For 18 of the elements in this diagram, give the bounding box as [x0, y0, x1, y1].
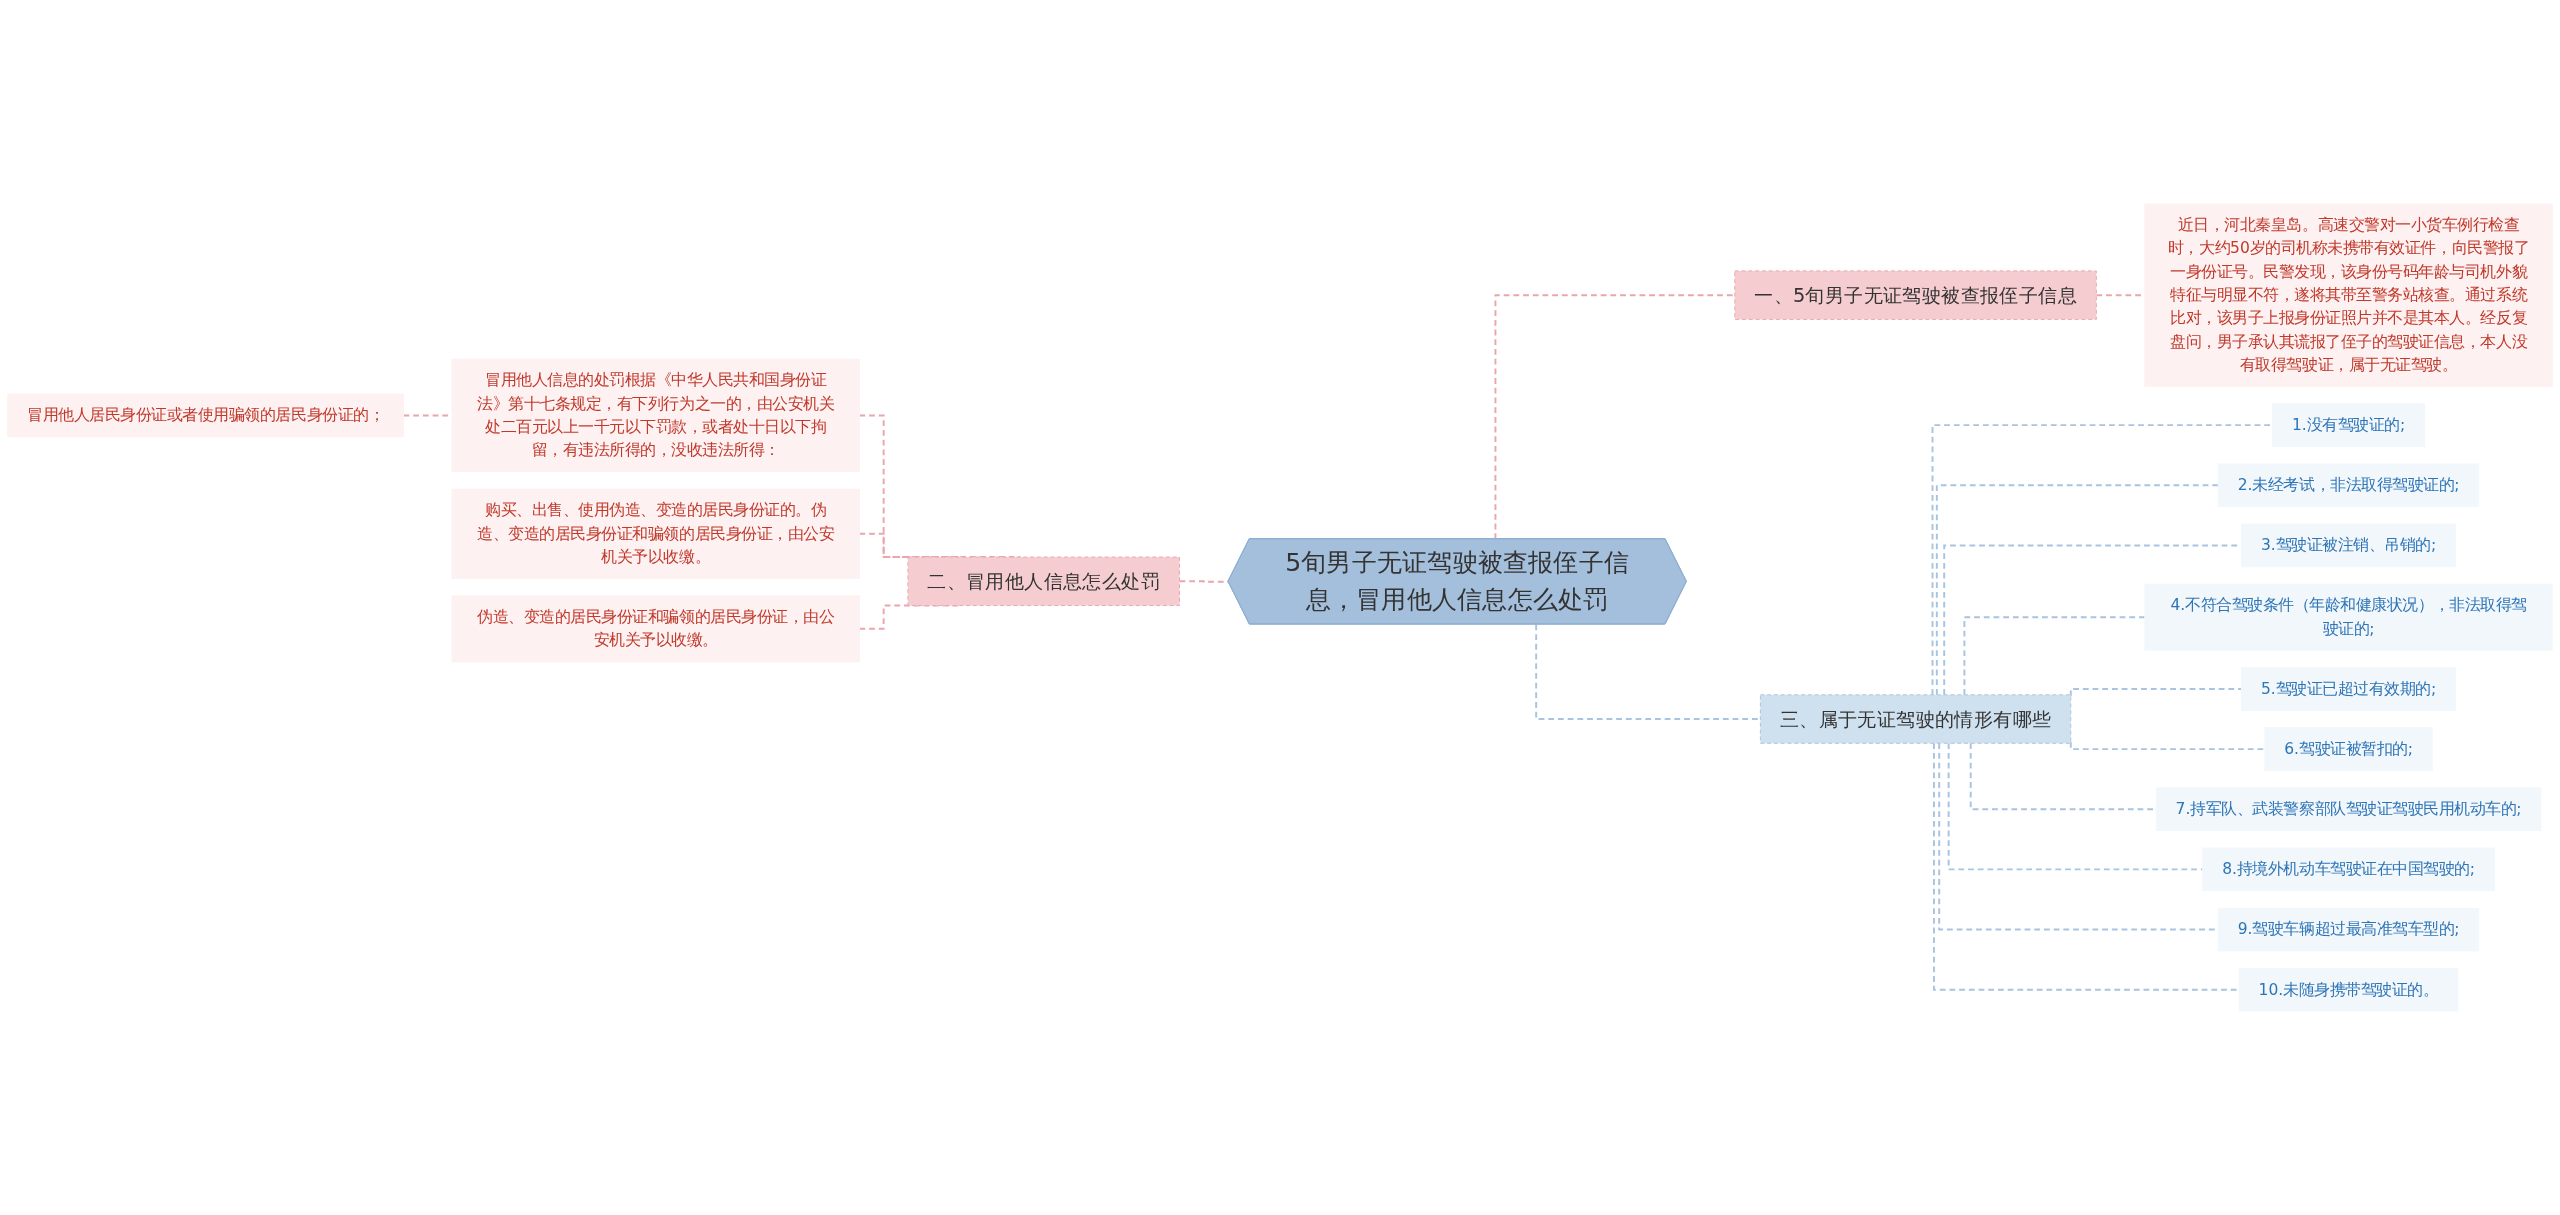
node-box: 8.持境外机动车驾驶证在中国驾驶的;	[2202, 847, 2495, 892]
node-box: 4.不符合驾驶条件（年龄和健康状况），非法取得驾驶证的;	[2144, 583, 2553, 651]
node-box: 冒用他人信息的处罚根据《中华人民共和国身份证法》第十七条规定，有下列行为之一的，由公安机关处二百元以上一千元以下罚款，或者处十日以下拘留，有违法所得的，没收违法所得：	[451, 358, 860, 473]
node-box: 10.未随身携带驾驶证的。	[2238, 967, 2459, 1012]
node-box: 冒用他人居民身份证或者使用骗领的居民身份证的；	[7, 393, 404, 438]
connector	[1943, 544, 2243, 696]
node-box: 伪造、变造的居民身份证和骗领的居民身份证，由公安机关予以收缴。	[451, 595, 860, 663]
connector	[2069, 740, 2266, 751]
node-box: 一、5旬男子无证驾驶被查报侄子信息	[1734, 270, 2097, 320]
node-box: 5.驾驶证已超过有效期的;	[2241, 667, 2457, 711]
connector	[1935, 484, 2220, 696]
node-box: 二、冒用他人信息怎么处罚	[907, 556, 1180, 607]
connector	[1947, 742, 2204, 871]
node-box: 购买、出售、使用伪造、变造的居民身份证的。伪造、变造的居民身份证和骗领的居民身份证，由公安机关予以收缴。	[451, 488, 860, 579]
node-box: 2.未经考试，非法取得驾驶证的;	[2217, 463, 2480, 508]
connector	[1963, 616, 2146, 696]
node-box: 三、属于无证驾驶的情形有哪些	[1759, 694, 2072, 744]
node-box: 6.驾驶证被暂扣的;	[2264, 727, 2433, 771]
